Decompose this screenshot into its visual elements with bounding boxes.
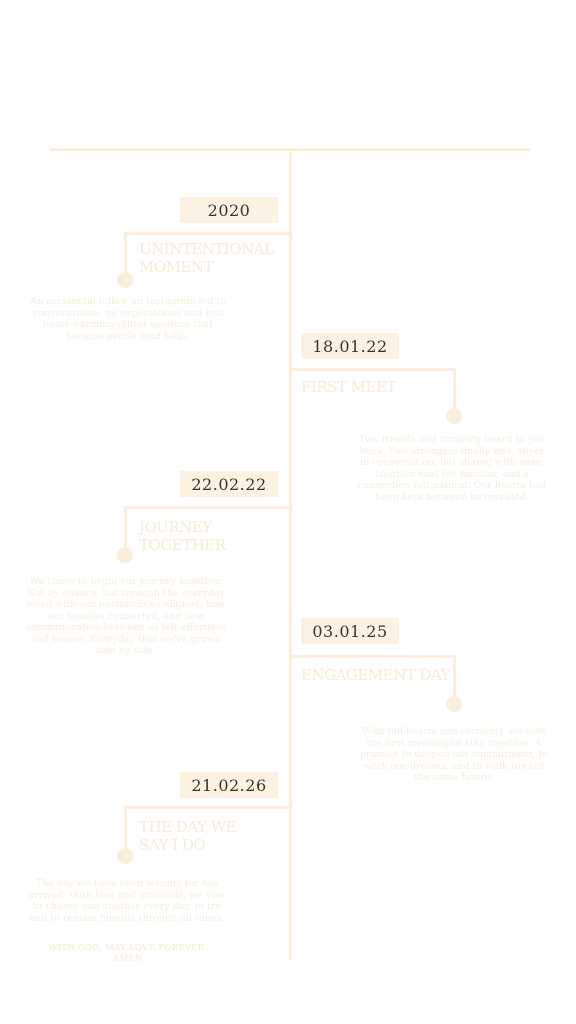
timeline-center-line [289, 150, 292, 960]
event-1-title: UNINTENTIONAL MOMENT [139, 240, 274, 276]
event-5-note: WITH GOD, MAY LOVE FOREVER. AMEN [48, 943, 208, 964]
event-5-date: 21.02.26 [180, 772, 278, 798]
event-3-connector [124, 506, 290, 509]
event-1-connector [124, 232, 290, 235]
event-5-drop [124, 806, 127, 854]
event-3-text: We chose to begin our journey together. … [26, 576, 226, 656]
event-4-date: 03.01.25 [301, 618, 399, 644]
event-4-connector [290, 655, 456, 658]
event-2-dot [446, 408, 462, 424]
timeline-top-line [50, 148, 530, 151]
event-2-drop [453, 368, 456, 416]
event-3-date: 22.02.22 [180, 471, 278, 497]
event-1-date: 2020 [180, 197, 278, 223]
event-4-drop [453, 655, 456, 703]
event-5-connector [124, 806, 290, 809]
event-2-connector [290, 368, 456, 371]
event-1-text: An accidental follow on Instagram led to… [30, 296, 226, 342]
event-5-text: The day we have been waiting for has arr… [28, 878, 226, 924]
event-4-text: With full hearts and certainty, we took … [359, 726, 549, 783]
event-4-dot [446, 696, 462, 712]
event-2-date: 18.01.22 [301, 333, 399, 359]
event-1-dot [117, 272, 133, 288]
event-1-drop [124, 232, 127, 280]
event-2-text: Two friends and curiosity heard to you b… [357, 434, 547, 503]
event-4-title: ENGAGEMENT DAY [301, 666, 451, 684]
event-5-dot [117, 848, 133, 864]
event-5-title: THE DAY WE SAY I DO [139, 818, 237, 854]
event-2-title: FIRST MEET [301, 378, 396, 396]
event-3-title: JOURNEY TOGETHER [139, 518, 226, 554]
event-3-dot [117, 547, 133, 563]
event-3-drop [124, 506, 127, 554]
